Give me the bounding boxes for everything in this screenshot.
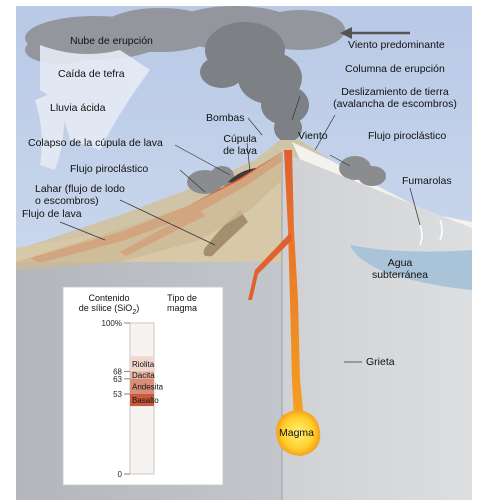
label-landslide-line1: Deslizamiento de tierra xyxy=(341,86,449,98)
label-wind: Viento xyxy=(298,130,328,142)
label-bombs: Bombas xyxy=(206,112,245,124)
wind-arrow-icon xyxy=(340,27,410,39)
label-pyroclastic-flow-left: Flujo piroclástico xyxy=(70,163,149,175)
label-lava-dome-line1: Cúpula xyxy=(223,133,257,145)
label-eruption-column: Columna de erupción xyxy=(345,63,445,75)
label-lava-flow: Flujo de lava xyxy=(22,208,82,220)
label-lahar-line2: o escombros) xyxy=(35,195,99,207)
conduit xyxy=(284,150,304,420)
silica-band-riolita xyxy=(130,356,154,372)
magma-chamber xyxy=(276,410,321,456)
pyroclastic-flow-right-cloud xyxy=(339,156,386,186)
silica-tick-label: 100% xyxy=(102,319,122,328)
silica-tick-label: 0 xyxy=(118,470,123,479)
label-landslide-line2: (avalancha de escombros) xyxy=(333,98,457,110)
ground-strip-left xyxy=(16,152,282,270)
label-tephra-fall: Caída de tefra xyxy=(58,68,125,80)
magma-type-label: Andesita xyxy=(132,382,164,391)
silica-header-right-line1: Tipo de xyxy=(167,293,197,303)
silica-band-dacita xyxy=(130,371,154,379)
magma-type-label: Basalto xyxy=(132,396,159,405)
silica-band-andesita xyxy=(130,378,154,394)
label-groundwater: Agua subterránea xyxy=(365,257,435,281)
eruption-column xyxy=(200,22,309,142)
pointer-lines xyxy=(59,95,421,246)
label-magma: Magma xyxy=(279,427,315,439)
label-crack: Grieta xyxy=(366,356,395,368)
silica-header-left-close: ) xyxy=(136,303,140,313)
label-lahar: Lahar (flujo de lodo o escombros) xyxy=(35,183,125,207)
silica-band-basalto xyxy=(130,393,154,407)
cut-face-right xyxy=(282,152,472,500)
silica-header-left-line2: de sílice (SiO2) xyxy=(66,303,152,318)
silica-header-right-line2: magma xyxy=(166,303,197,313)
label-landslide: Deslizamiento de tierra (avalancha de es… xyxy=(325,86,465,110)
label-prevailing-wind: Viento predominante xyxy=(348,39,445,51)
silica-header-right: Tipo de magma xyxy=(152,293,212,313)
label-pyroclastic-flow-right: Flujo piroclástico xyxy=(368,130,447,142)
label-lava-dome: Cúpula de lava xyxy=(215,133,265,157)
silica-header-left-line1: Contenido xyxy=(88,293,130,303)
fumarole-steam xyxy=(419,219,443,246)
pyroclastic-flow-left-cloud xyxy=(187,166,234,194)
label-fumaroles: Fumarolas xyxy=(402,175,452,187)
magma-type-label: Dacita xyxy=(132,371,155,380)
silica-header-left-text: de sílice (SiO xyxy=(78,303,133,313)
groundwater xyxy=(350,245,472,290)
label-lava-dome-collapse: Colapso de la cúpula de lava xyxy=(28,137,163,149)
ground-surface-left xyxy=(16,152,282,262)
label-lahar-line1: Lahar (flujo de lodo xyxy=(35,183,125,195)
silica-tick-label: 68 xyxy=(113,367,122,376)
label-eruption-cloud: Nube de erupción xyxy=(70,35,153,47)
label-groundwater-line2: subterránea xyxy=(371,269,429,281)
silica-header-left: Contenido de sílice (SiO2) xyxy=(66,293,152,318)
silica-tick-label: 53 xyxy=(113,390,122,399)
magma-type-label: Riolita xyxy=(132,360,155,369)
tephra-fall xyxy=(35,45,150,170)
label-lava-dome-line2: de lava xyxy=(223,145,257,157)
silica-tick-label: 63 xyxy=(113,375,122,384)
silica-header-left-sub: 2 xyxy=(132,308,137,316)
label-acid-rain: Lluvia ácida xyxy=(50,102,106,114)
label-groundwater-line1: Agua xyxy=(387,257,413,269)
conduit-branch xyxy=(248,232,292,300)
